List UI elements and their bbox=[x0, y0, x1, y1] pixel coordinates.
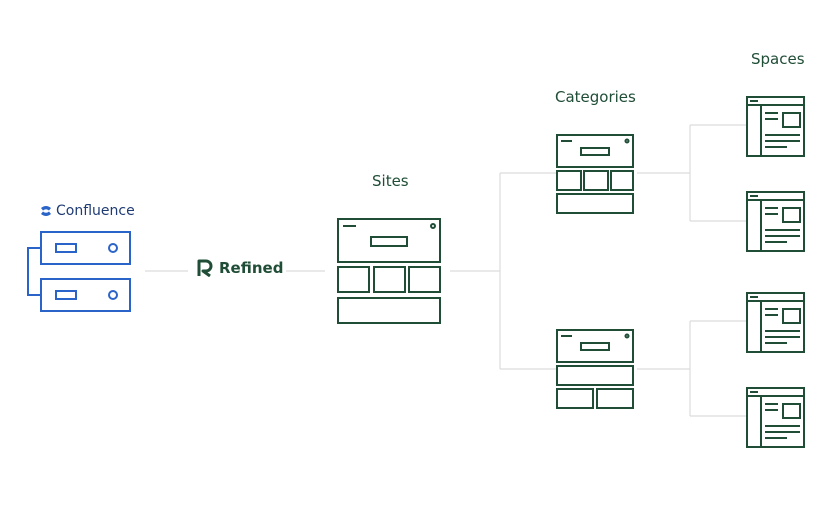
space-2-icon bbox=[746, 191, 805, 252]
server-bracket bbox=[27, 247, 41, 296]
sites-header-bar bbox=[370, 236, 408, 247]
sites-col-3 bbox=[408, 266, 441, 293]
category-2-header-bar bbox=[580, 342, 610, 351]
category-1-icon bbox=[556, 134, 634, 214]
space-1-icon bbox=[746, 96, 805, 157]
category-2-header bbox=[556, 329, 634, 363]
sites-footer bbox=[337, 297, 441, 324]
category-1-header-bar bbox=[580, 147, 610, 156]
server-2 bbox=[40, 278, 131, 312]
categories-label: Categories bbox=[555, 88, 636, 106]
category-2-row bbox=[556, 365, 634, 386]
refined-logo-icon bbox=[197, 259, 213, 277]
server-2-slot bbox=[55, 290, 77, 300]
sites-header-dot bbox=[430, 223, 436, 229]
sites-col-1 bbox=[337, 266, 370, 293]
sites-col-2 bbox=[373, 266, 406, 293]
category-1-col-1 bbox=[556, 170, 582, 191]
sites-label: Sites bbox=[372, 172, 409, 190]
confluence-text: Confluence bbox=[56, 203, 135, 219]
space-page-frame bbox=[746, 96, 805, 157]
confluence-logo-icon bbox=[41, 206, 51, 216]
sites-header-box bbox=[337, 218, 441, 263]
sites-icon bbox=[337, 218, 441, 324]
server-1-light bbox=[108, 243, 118, 253]
category-2-col-2 bbox=[596, 388, 634, 409]
category-2-col-1 bbox=[556, 388, 594, 409]
connector-sites-categories bbox=[450, 172, 556, 370]
connectors bbox=[145, 124, 746, 417]
confluence-servers bbox=[27, 231, 131, 312]
category-1-col-2 bbox=[583, 170, 609, 191]
connector-category-1-spaces bbox=[637, 124, 746, 222]
spaces-label: Spaces bbox=[751, 50, 805, 68]
server-1-slot bbox=[55, 243, 77, 253]
category-1-col-3 bbox=[610, 170, 634, 191]
refined-text: Refined bbox=[219, 259, 284, 277]
server-2-light bbox=[108, 290, 118, 300]
category-2-icon bbox=[556, 329, 634, 409]
confluence-label: Confluence bbox=[40, 203, 135, 219]
category-1-header-dot bbox=[624, 138, 630, 144]
space-4-icon bbox=[746, 387, 805, 448]
category-1-footer bbox=[556, 193, 634, 214]
category-2-header-dot bbox=[624, 333, 630, 339]
category-1-header bbox=[556, 134, 634, 168]
space-page-image bbox=[782, 112, 801, 128]
refined-label: Refined bbox=[197, 259, 283, 277]
connector-category-2-spaces bbox=[637, 320, 746, 417]
server-1 bbox=[40, 231, 131, 265]
space-3-icon bbox=[746, 292, 805, 353]
